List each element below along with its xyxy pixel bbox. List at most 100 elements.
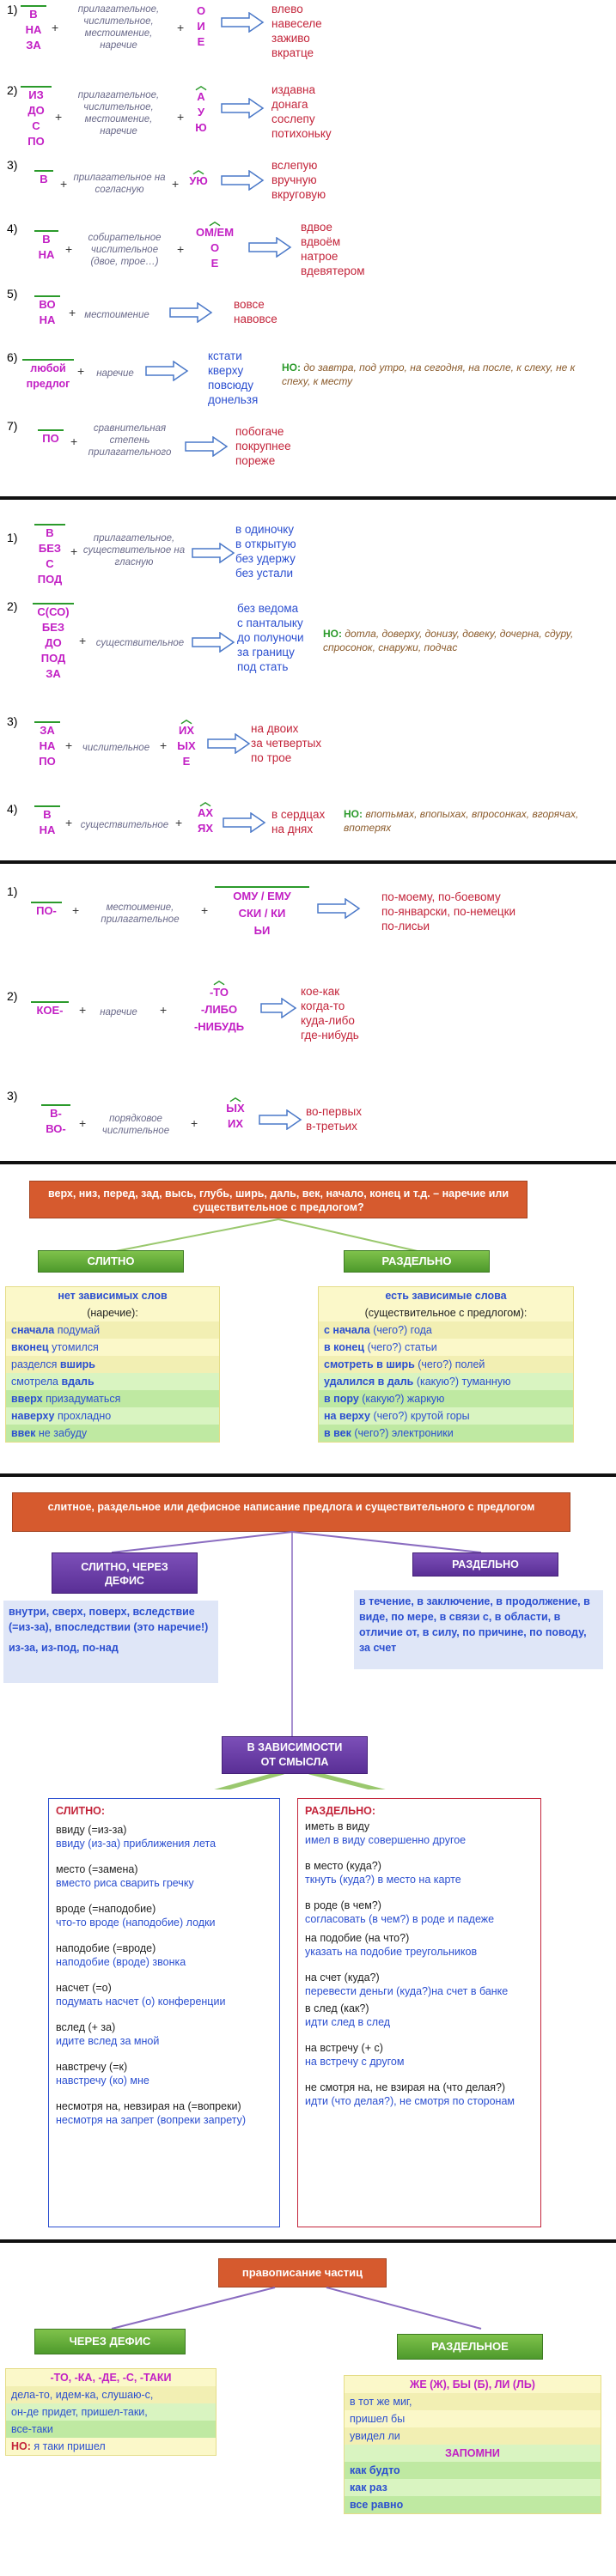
example: без устали xyxy=(235,567,294,580)
merged-header: СЛИТНО xyxy=(38,1250,184,1273)
prefix-stack: В НА xyxy=(34,805,60,838)
example: вдвое xyxy=(301,221,332,234)
rule-item: в роде (в чем?)согласовать (в чем?) в ро… xyxy=(305,1899,534,1926)
section-divider xyxy=(0,860,616,864)
suffix: ЬИ xyxy=(253,924,271,937)
rule-example: имел в виду совершенно другое xyxy=(305,1834,467,1846)
list-item: увидел ли xyxy=(345,2427,601,2445)
rule-example: ткнуть (куда?) в место на карте xyxy=(305,1874,461,1886)
exception-note: НО: дотла, доверху, донизу, довеку, доче… xyxy=(323,627,607,654)
rule-example: наподобие (вроде) звонка xyxy=(56,1956,186,1968)
note-label: НО: xyxy=(344,808,363,820)
rule: на встречу (+ с) xyxy=(305,2042,383,2054)
separate-words: в течение, в заключение, в продолжение, … xyxy=(359,1595,590,1654)
prefix: НА xyxy=(39,823,56,836)
prefix: ПОД xyxy=(40,652,66,665)
plus-sign: + xyxy=(79,634,87,647)
example: где-нибудь xyxy=(301,1029,359,1042)
row-number: 6) xyxy=(7,350,18,364)
key-word: наверху xyxy=(11,1410,55,1422)
rule-item: вслед (+ за)идите вслед за мной xyxy=(56,2020,272,2048)
word-class: собирательное числительное (двое, трое…) xyxy=(88,233,162,267)
rule-item: на счет (куда?)перевести деньги (куда?)н… xyxy=(305,1971,534,1998)
rule: иметь в виду xyxy=(305,1820,370,1832)
key-word: удалился в даль xyxy=(324,1376,414,1388)
prefix: НА xyxy=(25,23,42,36)
example: побогаче xyxy=(235,425,284,438)
rest: подумай xyxy=(57,1324,101,1336)
key-word: вширь xyxy=(59,1358,95,1370)
example-list: вслепую вручную вкруговую xyxy=(271,158,326,202)
list-item: вверх призадуматься xyxy=(6,1390,219,1407)
prefix-stack: В БЕЗ С ПОД xyxy=(34,524,65,587)
arrow-icon xyxy=(317,898,361,919)
hyphen-header: ЧЕРЕЗ ДЕФИС xyxy=(34,2329,186,2354)
rule-item: несмотря на, невзирая на (=вопреки)несмо… xyxy=(56,2099,272,2127)
list-item: все-таки xyxy=(6,2421,216,2438)
word-class: прилагательное, числительное, местоимени… xyxy=(77,90,160,137)
arrow-icon xyxy=(221,98,265,118)
arrow-icon xyxy=(185,436,229,457)
prefix-text: ПО- xyxy=(36,904,57,917)
plus-sign: + xyxy=(177,21,185,34)
section-divider xyxy=(0,496,616,500)
row-number: 4) xyxy=(7,802,18,816)
merged-list: внутри, сверх, поверх, вследствие (=из-з… xyxy=(3,1601,218,1683)
suffix: ИХ xyxy=(178,724,194,737)
list-item: в век (чего?) электроники xyxy=(319,1425,573,1442)
word-class: существительное xyxy=(80,820,169,830)
arrow-icon xyxy=(259,1109,302,1130)
key-word: в век xyxy=(324,1427,351,1439)
rest: (чего?) статьи xyxy=(367,1341,437,1353)
prefix: любой xyxy=(30,362,66,374)
rule: ввиду (=из-за) xyxy=(56,1824,127,1836)
example: сослепу xyxy=(271,112,315,125)
word-class: прилагательное на согласную xyxy=(73,173,166,195)
exception-note: НО: до завтра, под утро, на сегодня, на … xyxy=(282,361,600,388)
prefix: ВО xyxy=(39,298,56,311)
exception-note: НО: впотьмах, впопыхах, впросонках, вгор… xyxy=(344,807,601,835)
suffix: О xyxy=(210,241,220,254)
suffix: ОМ/ЕМ xyxy=(195,226,235,239)
suffix-stack: ОМУ / ЕМУ СКИ / КИ ЬИ xyxy=(215,886,309,939)
suffix: ЯХ xyxy=(197,822,213,835)
suffix-stack: ︿ АХ ЯХ xyxy=(191,796,220,836)
example: за четвертых xyxy=(251,737,322,750)
rule: вслед (+ за) xyxy=(56,2021,116,2033)
rule: на подобие (на что?) xyxy=(305,1932,410,1944)
row-number: 1) xyxy=(7,884,18,898)
word-class: существительное xyxy=(95,638,185,648)
key-word: ввек xyxy=(11,1427,36,1439)
example: вовсе xyxy=(234,298,265,311)
example: в сердцах xyxy=(271,808,326,821)
prefix-stack: ВО НА xyxy=(34,295,60,328)
prefix: В- xyxy=(50,1107,62,1120)
list-item: он-де придет, пришел-таки, xyxy=(6,2403,216,2421)
prefix: КОЕ- xyxy=(31,1001,69,1018)
example: донельзя xyxy=(208,393,259,406)
rule-item: на подобие (на что?)указать на подобие т… xyxy=(305,1931,534,1959)
plus-sign: + xyxy=(201,903,209,917)
example: по трое xyxy=(251,751,292,764)
row-number: 2) xyxy=(7,989,18,1003)
prefix: В xyxy=(43,808,52,821)
rule-example: идти след в след xyxy=(305,2016,391,2028)
rule-item: вроде (=наподобие)что-то вроде (наподоби… xyxy=(56,1902,272,1929)
rule-item: навстречу (=к)навстречу (ко) мне xyxy=(56,2060,272,2087)
row-number: 4) xyxy=(7,222,18,235)
example: с панталыку xyxy=(237,617,303,629)
section-divider xyxy=(0,2239,616,2243)
row-number: 2) xyxy=(7,599,18,613)
plus-sign: + xyxy=(69,306,76,319)
section-divider xyxy=(0,1473,616,1477)
suffix: У xyxy=(197,106,205,118)
word-class: порядковое числительное xyxy=(101,1114,170,1136)
plus-sign: + xyxy=(77,364,85,378)
list-item: ввек не забуду xyxy=(6,1425,219,1442)
key-word: в пору xyxy=(324,1393,359,1405)
suffix: ЫХ xyxy=(177,739,196,752)
row-number: 1) xyxy=(7,3,18,16)
example: когда-то xyxy=(301,999,345,1012)
prefix: С xyxy=(46,557,54,570)
rule: в след (как?) xyxy=(305,2002,369,2014)
